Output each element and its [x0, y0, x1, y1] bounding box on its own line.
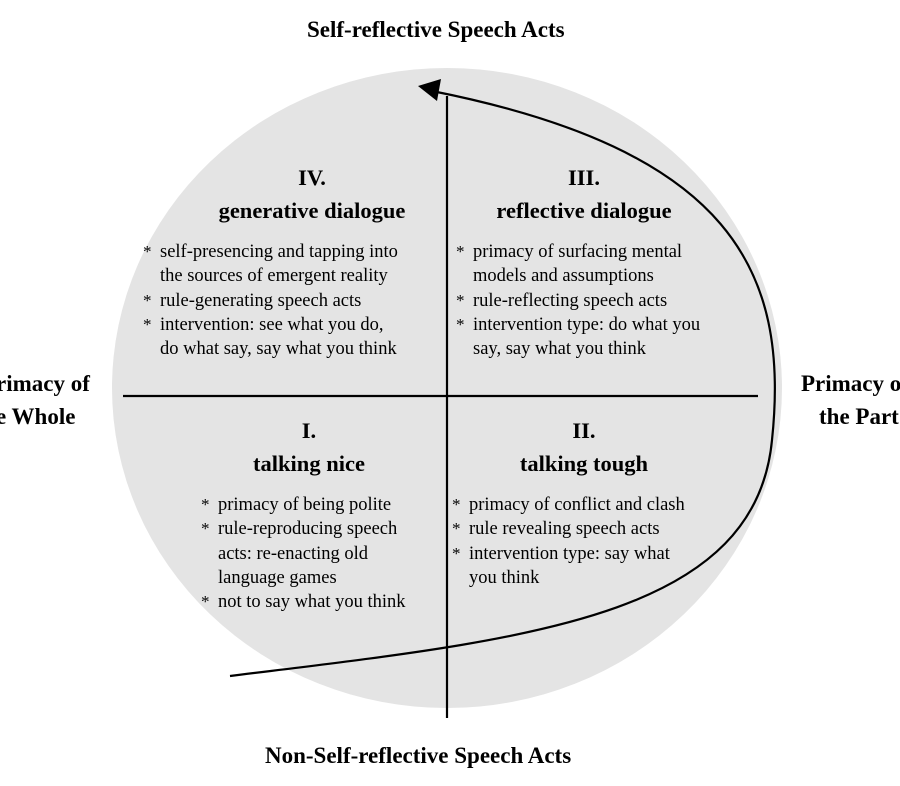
quadrant-i-numeral: I.	[301, 418, 317, 443]
quadrant-iii-list: primacy of surfacing mental models and a…	[456, 240, 700, 361]
quadrant-ii-numeral: II.	[572, 418, 596, 443]
quadrant-ii-item: primacy of conflict and clash	[452, 493, 685, 518]
item-line: you think	[469, 567, 540, 588]
bottom-axis-label: Non-Self-reflective Speech Acts	[265, 743, 572, 768]
item-line: rule revealing speech acts	[469, 519, 660, 540]
quadrant-ii-list: primacy of conflict and clash rule revea…	[452, 493, 685, 590]
left-axis-label-line2: e Whole	[0, 404, 76, 429]
quadrant-i-item: not to say what you think	[201, 590, 406, 615]
quadrant-i-item: rule-reproducing speech acts: re-enactin…	[201, 517, 406, 590]
item-line: intervention type: say what	[469, 543, 670, 564]
quadrant-i-title: talking nice	[253, 451, 365, 476]
item-line: primacy of being polite	[218, 495, 392, 515]
quadrant-ii-item: rule revealing speech acts	[452, 517, 685, 542]
item-line: rule-generating speech acts	[160, 290, 362, 311]
quadrant-i-list: primacy of being polite rule-reproducing…	[201, 493, 406, 615]
right-axis-label-line2: the Part	[819, 404, 899, 429]
quadrant-iv-list: self-presencing and tapping into the sou…	[143, 240, 398, 361]
item-line: intervention: see what you do,	[160, 314, 384, 335]
item-line: language games	[218, 567, 337, 588]
quadrant-iv-item: self-presencing and tapping into the sou…	[143, 240, 398, 289]
item-line: intervention type: do what you	[473, 314, 701, 335]
quadrant-iii-heading: III. reflective dialogue	[464, 161, 704, 227]
item-line: primacy of conflict and clash	[469, 495, 685, 515]
quadrant-iii-item: rule-reflecting speech acts	[456, 289, 700, 314]
quadrant-ii-title: talking tough	[519, 451, 649, 476]
item-line: rule-reproducing speech	[218, 519, 398, 540]
item-line: models and assumptions	[473, 266, 654, 287]
item-line: self-presencing and tapping into	[160, 242, 398, 262]
quadrant-i-item: primacy of being polite	[201, 493, 406, 518]
top-axis-label: Self-reflective Speech Acts	[307, 17, 565, 42]
item-line: acts: re-enacting old	[218, 543, 368, 564]
item-line: rule-reflecting speech acts	[473, 290, 668, 311]
quadrant-iv-numeral: IV.	[298, 165, 326, 190]
item-line: do what say, say what you think	[160, 339, 397, 360]
item-line: not to say what you think	[218, 592, 406, 613]
quadrant-iii-item: primacy of surfacing mental models and a…	[456, 240, 700, 289]
item-line: primacy of surfacing mental	[473, 242, 683, 262]
item-line: say, say what you think	[473, 339, 646, 360]
right-axis-label-line1: Primacy o	[801, 371, 900, 396]
quadrant-iv-item: intervention: see what you do, do what s…	[143, 313, 398, 362]
left-axis-label-line1: rimacy of	[0, 371, 90, 396]
quadrant-iv-title: generative dialogue	[218, 198, 406, 223]
item-line: the sources of emergent reality	[160, 266, 388, 287]
quadrant-iii-item: intervention type: do what you say, say …	[456, 313, 700, 362]
quadrant-i-heading: I. talking nice	[189, 414, 429, 480]
arrowhead-icon	[418, 79, 441, 101]
quadrant-iii-numeral: III.	[568, 165, 600, 190]
movement-curve	[229, 89, 776, 678]
quadrant-iii-title: reflective dialogue	[496, 198, 672, 223]
quadrant-ii-item: intervention type: say what you think	[452, 542, 685, 591]
quadrant-iv-heading: IV. generative dialogue	[192, 161, 432, 227]
quadrant-ii-heading: II. talking tough	[464, 414, 704, 480]
quadrant-iv-item: rule-generating speech acts	[143, 289, 398, 314]
